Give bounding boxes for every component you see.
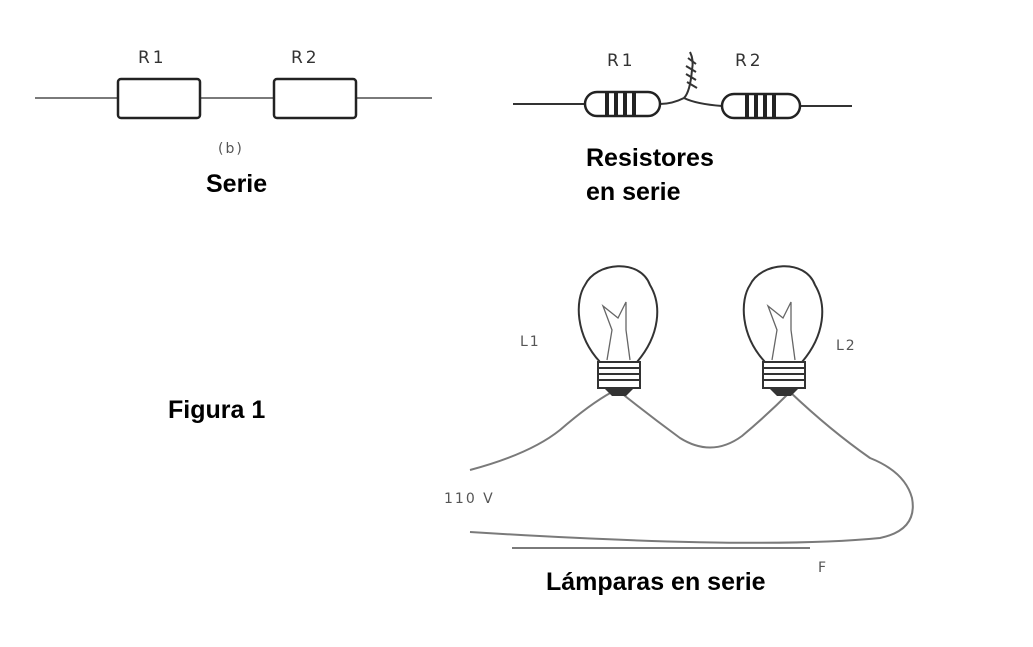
- resistor-twist-wrap: [685, 57, 698, 89]
- resistors-caption-line1: Resistores: [586, 144, 714, 172]
- f-label: F: [818, 560, 828, 576]
- schematic-r1-label: R1: [138, 48, 167, 68]
- figure-label: Figura 1: [168, 396, 265, 424]
- schematic-sub-label: (b): [218, 141, 244, 157]
- schematic-r2-label: R2: [291, 48, 320, 68]
- lamp-l1: [577, 265, 659, 396]
- lamps-series: L1 L2 110 V F Lámparas en serie: [444, 265, 914, 596]
- schematic-resistor-r2: [272, 77, 358, 120]
- lamps-caption: Lámparas en serie: [546, 568, 766, 596]
- resistors-caption-line2: en serie: [586, 178, 681, 206]
- lamp-l2-label: L2: [836, 338, 857, 354]
- schematic-resistor-r1: [116, 77, 202, 120]
- resistor-r2-label: R2: [735, 51, 764, 71]
- lamp-l1-label: L1: [520, 334, 541, 350]
- lamp-wire-return: [469, 391, 914, 544]
- schematic-series: R1 R2 (b) Serie: [35, 48, 432, 198]
- resistor-r1-body: [583, 90, 662, 118]
- lamp-wire-input: [469, 391, 613, 471]
- voltage-label: 110 V: [444, 491, 495, 507]
- resistor-r2-body: [720, 92, 802, 120]
- resistor-r1-label: R1: [607, 51, 636, 71]
- lamp-l2: [742, 265, 824, 396]
- lamp-wire-between: [619, 391, 791, 449]
- resistors-series: R1 R2 Resistores en serie: [513, 51, 852, 206]
- schematic-caption: Serie: [206, 170, 267, 198]
